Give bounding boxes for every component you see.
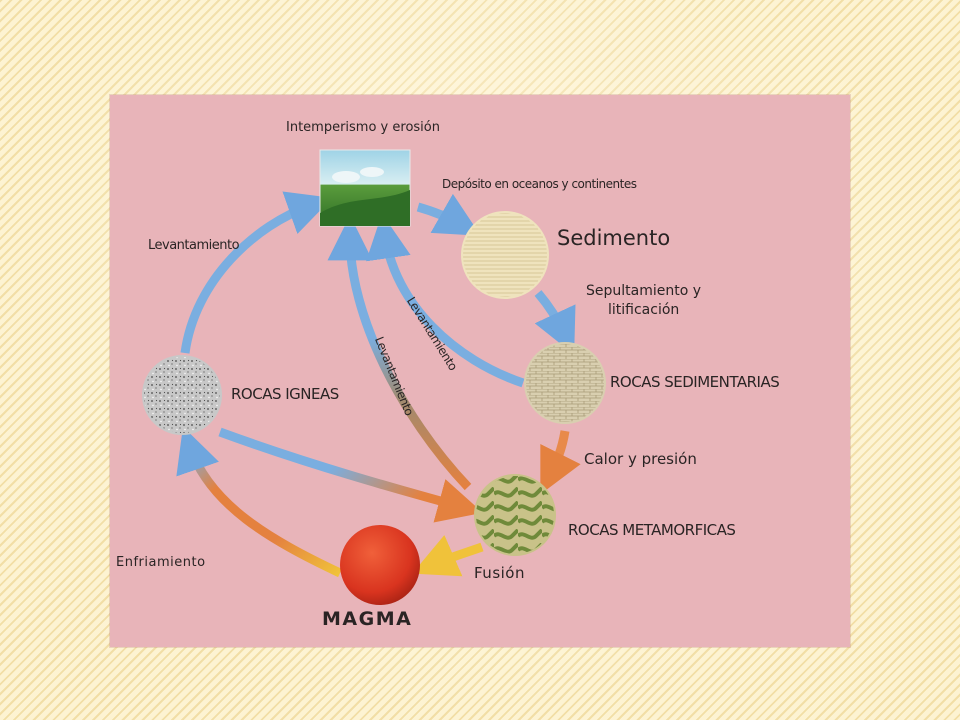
arrow-sediment-to-sedimentary: [534, 290, 576, 355]
label-heat-pressure: Calor y presión: [584, 450, 697, 468]
magma-node: [340, 525, 420, 605]
arrow-deposition-to-sediment: [416, 193, 481, 236]
arrow-igneous-to-metamorphic: [218, 427, 483, 523]
label-weathering: Intemperismo y erosión: [286, 120, 440, 135]
igneous-rock-node: [142, 355, 222, 435]
sediment-node: [461, 211, 549, 299]
label-sediment: Sedimento: [557, 226, 671, 250]
metamorphic-rock-node: [474, 474, 556, 556]
arrow-sedimentary-to-metamorphic: [540, 430, 581, 495]
label-melting: Fusión: [474, 564, 525, 582]
arrow-uplift-igneous-to-weathering: [180, 191, 333, 354]
weathering-image: [319, 149, 411, 227]
label-deposition: Depósito en oceanos y continentes: [442, 177, 637, 191]
label-burial-line1: Sepultamiento y: [586, 283, 702, 299]
label-magma: MAGMA: [322, 608, 413, 630]
label-cooling: Enfriamiento: [116, 555, 206, 570]
label-sedimentary-rocks: ROCAS SEDIMENTARIAS: [610, 373, 780, 391]
rock-cycle-diagram: Intemperismo y erosión Depósito en ocean…: [110, 95, 850, 647]
arrow-uplift-metamorphic-to-weathering: [327, 215, 472, 491]
label-metamorphic-rocks: ROCAS METAMORFICAS: [568, 521, 736, 539]
arrow-uplift-sedimentary-to-weathering: [366, 213, 525, 388]
arrow-metamorphic-to-magma: [412, 535, 484, 577]
label-burial-line2: litificación: [608, 302, 680, 318]
diagram-canvas: [142, 149, 606, 605]
sedimentary-rock-node: [524, 342, 606, 424]
arrow-magma-to-igneous: [176, 426, 342, 578]
label-igneous-rocks: ROCAS IGNEAS: [231, 385, 339, 403]
label-uplift-left: Levantamiento: [148, 238, 240, 253]
